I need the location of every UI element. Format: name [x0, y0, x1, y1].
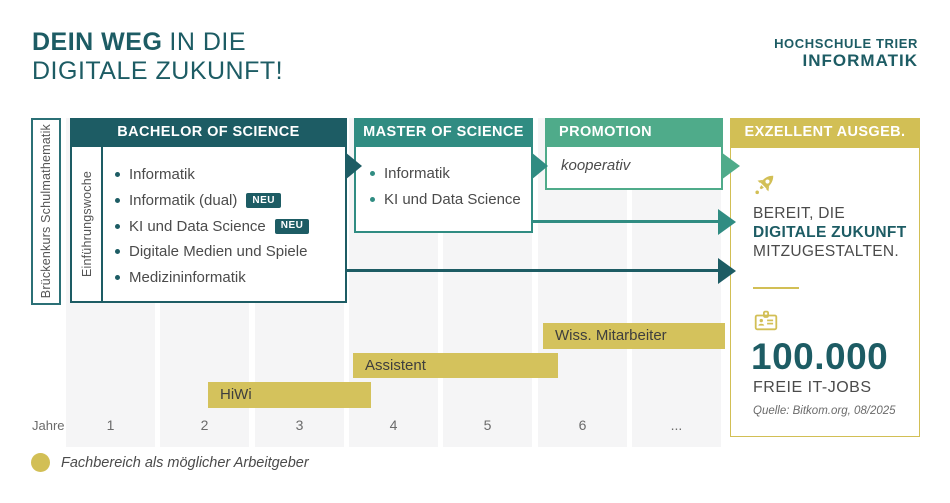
year-tick: 3 [295, 417, 304, 433]
arrow-bachelor-to-master-icon [345, 152, 362, 180]
bullet-icon [115, 249, 120, 255]
gold-divider [753, 287, 799, 289]
arrowhead-master-icon [718, 209, 736, 235]
intro-week-strip: Einführungswoche [72, 147, 103, 301]
arrowhead-bachelor-icon [718, 258, 736, 284]
master-box: MASTER OF SCIENCE Informatik KI und Data… [354, 118, 533, 233]
bachelor-box: BACHELOR OF SCIENCE Einführungswoche Inf… [70, 118, 347, 303]
outcome-panel: BEREIT, DIE DIGITALE ZUKUNFT MITZUGESTAL… [730, 147, 920, 437]
promotion-note: kooperativ [561, 157, 631, 174]
list-item: KI und Data Science [370, 187, 521, 213]
ready-text: BEREIT, DIE DIGITALE ZUKUNFT MITZUGESTAL… [753, 205, 907, 260]
bridge-course-label: Brückenkurs Schulmathematik [39, 124, 53, 299]
list-item: Digitale Medien und Spiele [115, 239, 309, 265]
bullet-icon [370, 197, 375, 203]
list-item: Informatik [370, 161, 521, 187]
year-tick: ... [670, 417, 683, 433]
legend: Fachbereich als möglicher Arbeitgeber [31, 453, 309, 472]
legend-dot-icon [31, 453, 50, 472]
connector-master-to-outcome [531, 220, 721, 223]
bar-wiss-mitarbeiter: Wiss. Mitarbeiter [543, 323, 725, 349]
id-badge-icon [754, 310, 778, 331]
bachelor-program-list: Informatik Informatik (dual)NEU KI und D… [115, 162, 310, 291]
bachelor-header: BACHELOR OF SCIENCE [70, 118, 347, 147]
year-tick: 4 [389, 417, 398, 433]
year-tick: 1 [106, 417, 115, 433]
bullet-icon [115, 275, 120, 281]
arrow-promotion-to-outcome-icon [721, 152, 740, 180]
intro-week-label: Einführungswoche [79, 170, 94, 278]
neu-badge: NEU [246, 193, 281, 209]
list-item: Informatik (dual)NEU [115, 188, 309, 214]
jobs-number: 100.000 [751, 336, 889, 377]
bullet-icon [370, 171, 375, 177]
promotion-header: PROMOTION [545, 118, 723, 147]
neu-badge: NEU [274, 218, 310, 234]
bullet-icon [115, 198, 120, 204]
source-note: Quelle: Bitkom.org, 08/2025 [753, 405, 896, 417]
master-program-list: Informatik KI und Data Science [370, 161, 521, 212]
axis-label-jahre: Jahre [32, 418, 65, 433]
bullet-icon [115, 223, 120, 229]
year-tick: 5 [483, 417, 492, 433]
bar-hiwi: HiWi [208, 382, 371, 408]
arrow-master-to-promotion-icon [531, 152, 548, 180]
hochschule-trier-logo: HOCHSCHULE TRIER INFORMATIK [774, 36, 918, 70]
list-item: Medizininformatik [115, 265, 309, 291]
promotion-box: PROMOTION kooperativ [545, 118, 723, 190]
rocket-icon [755, 175, 774, 195]
year-tick: 2 [200, 417, 209, 433]
bullet-icon [115, 172, 120, 178]
jobs-label: FREIE IT-JOBS [753, 379, 872, 396]
bridge-course-box: Brückenkurs Schulmathematik [31, 118, 61, 305]
outcome-header: EXZELLENT AUSGEB. [730, 118, 920, 147]
connector-bachelor-to-outcome [345, 269, 721, 272]
bar-assistent: Assistent [353, 353, 558, 378]
list-item: Informatik [115, 162, 309, 188]
legend-label: Fachbereich als möglicher Arbeitgeber [61, 454, 309, 471]
year-tick: 6 [578, 417, 587, 433]
master-header: MASTER OF SCIENCE [354, 118, 533, 147]
